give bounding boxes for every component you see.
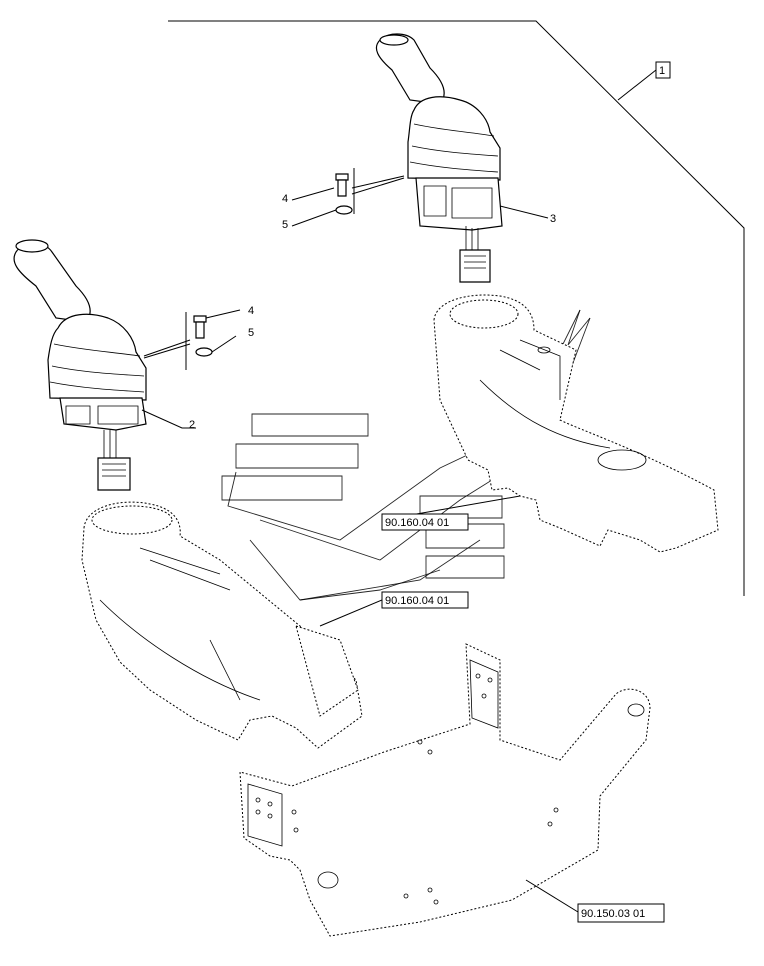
ref-console-right[interactable]: 90.160.04 01 <box>381 513 469 531</box>
callout-5-lower: 5 <box>248 327 254 339</box>
assembly-bracket <box>168 20 745 596</box>
ref-console-right-text: 90.160.04 01 <box>385 517 449 529</box>
callout-2: 2 <box>189 419 195 431</box>
ref-bracket-text: 90.150.03 01 <box>581 908 645 920</box>
ref-console-left[interactable]: 90.160.04 01 <box>381 591 469 609</box>
bolt-upper <box>335 173 349 197</box>
mounting-plate[interactable] <box>239 643 651 937</box>
callout-4-upper: 4 <box>282 193 288 205</box>
console-left[interactable] <box>81 501 363 749</box>
callout-1: 1 <box>659 65 665 77</box>
console-right[interactable] <box>433 294 719 553</box>
callout-4-lower: 4 <box>248 305 254 317</box>
washer-lower <box>195 347 213 357</box>
joystick-right[interactable] <box>375 33 503 283</box>
ref-bracket[interactable]: 90.150.03 01 <box>577 903 665 923</box>
bolt-lower <box>193 315 207 339</box>
washer-upper <box>335 205 353 215</box>
ref-console-left-text: 90.160.04 01 <box>385 595 449 607</box>
callout-5-upper: 5 <box>282 219 288 231</box>
joystick-left[interactable] <box>13 239 147 491</box>
callout-3: 3 <box>550 213 556 225</box>
callout-box-1 <box>655 61 671 79</box>
